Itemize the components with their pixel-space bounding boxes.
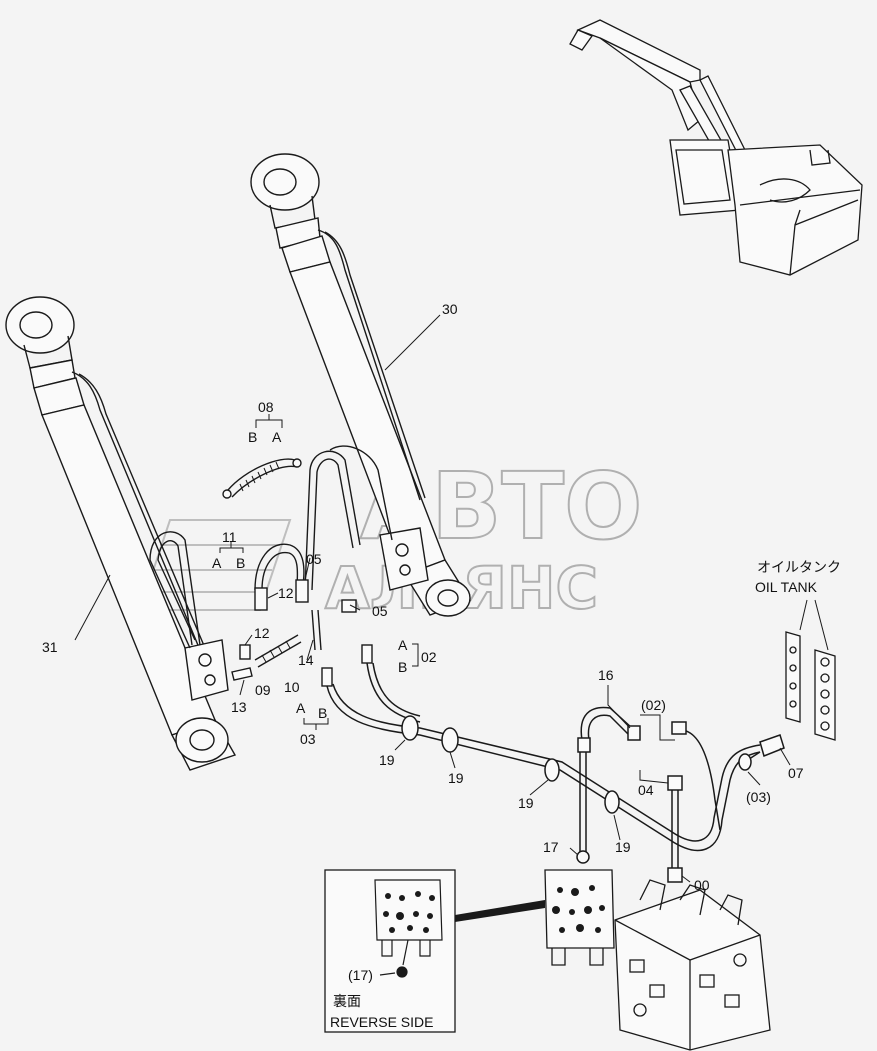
callout-13: 13 (231, 699, 247, 715)
callout-08: 08 (258, 399, 274, 415)
oil-tank-label-jp: オイルタンク (757, 559, 841, 575)
reverse-side-label-jp: 裏面 (333, 993, 361, 1009)
callout-00: 00 (694, 877, 710, 893)
valve-block (544, 869, 615, 966)
main-hydraulic-lines (326, 662, 785, 883)
callout-03-ref: (03) (746, 789, 771, 805)
callout-11: 11 (222, 529, 237, 545)
callout-12-b: 12 (254, 625, 270, 641)
inset-leader (455, 900, 545, 922)
callout-05-b: 05 (372, 603, 388, 619)
callout-leaders (74, 314, 829, 883)
callout-19-c: 19 (518, 795, 534, 811)
callout-10: 10 (284, 679, 300, 695)
callout-09: 09 (255, 682, 271, 698)
callout-12-a: 12 (278, 585, 294, 601)
callout-19-d: 19 (615, 839, 631, 855)
port-b-03: B (318, 705, 327, 721)
oil-tank-label-en: OIL TANK (755, 579, 818, 595)
port-b-02: B (398, 659, 407, 675)
port-a-03: A (296, 700, 306, 716)
cross-piping (149, 445, 393, 687)
callout-04: 04 (638, 782, 654, 798)
hose-08-spiral (239, 461, 280, 492)
excavator-thumbnail (569, 19, 863, 276)
port-b-11: B (236, 555, 245, 571)
callout-05-a: 05 (306, 551, 322, 567)
callout-02: 02 (421, 649, 437, 665)
callout-19-a: 19 (379, 752, 395, 768)
callout-03: 03 (300, 731, 316, 747)
reverse-side-inset: (17) 裏面 REVERSE SIDE (324, 869, 456, 1033)
control-valve (614, 879, 771, 1051)
callout-30: 30 (442, 301, 458, 317)
callout-labels: 30 31 08 B A 11 A B 12 12 05 05 A B 02 1… (42, 301, 841, 893)
boom-cylinder-31 (5, 296, 237, 771)
port-a-02: A (398, 637, 408, 653)
callout-31: 31 (42, 639, 58, 655)
reverse-side-label-en: REVERSE SIDE (330, 1014, 433, 1030)
callout-17-ref: (17) (348, 967, 373, 983)
oil-tank-ports (785, 631, 836, 741)
port-a-11: A (212, 555, 222, 571)
callout-17: 17 (543, 839, 559, 855)
port-a-08: A (272, 429, 282, 445)
callout-19-b: 19 (448, 770, 464, 786)
callout-02-ref: (02) (641, 697, 666, 713)
port-b-08: B (248, 429, 257, 445)
boom-cylinder-30 (250, 153, 472, 617)
callout-14: 14 (298, 652, 314, 668)
callout-07: 07 (788, 765, 804, 781)
callout-16: 16 (598, 667, 614, 683)
